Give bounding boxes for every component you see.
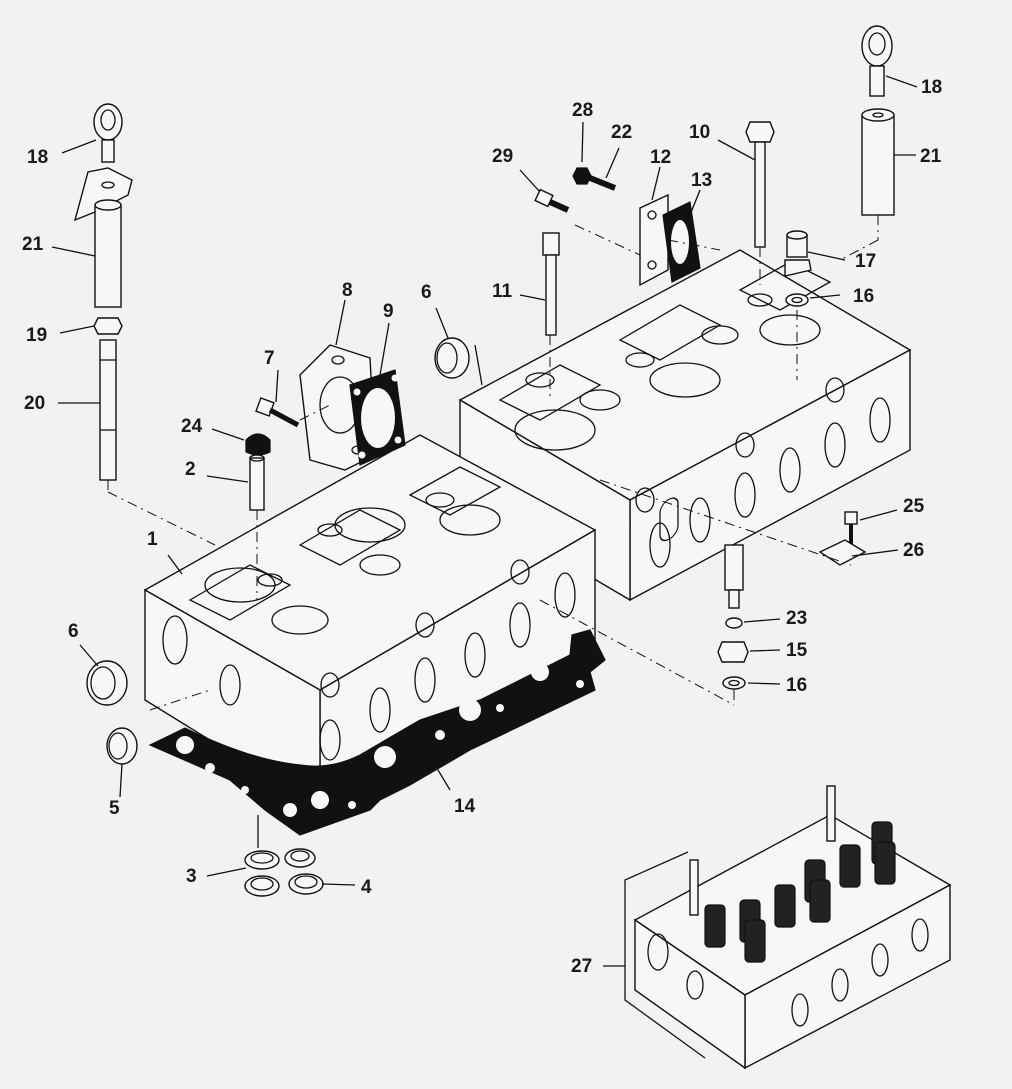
assembly-centerlines: [107, 215, 879, 711]
gasket-13: [662, 201, 701, 283]
callout-1: 1: [147, 529, 158, 550]
plate-12: [639, 193, 669, 287]
spacer-21-left: [94, 199, 122, 308]
washer-16-lower: [722, 676, 746, 690]
callout-24: 24: [181, 416, 203, 437]
callout-15: 15: [786, 640, 808, 661]
callout-18-left: 18: [27, 147, 48, 168]
callout-9: 9: [383, 301, 394, 322]
callout-25: 25: [903, 496, 925, 517]
sealing-rings-3-4: [244, 848, 324, 897]
lifting-eye-18-right: [861, 25, 893, 97]
nut-19: [93, 317, 123, 335]
callout-10: 10: [689, 122, 710, 143]
callout-2: 2: [185, 459, 196, 480]
callout-16-lower: 16: [786, 675, 807, 696]
callout-6-upper: 6: [421, 282, 432, 303]
callout-11: 11: [492, 281, 513, 302]
callout-16-upper: 16: [853, 286, 874, 307]
sensor: [724, 544, 744, 609]
stud-20: [99, 339, 117, 481]
fitting-15: [717, 641, 749, 663]
stud-22: [588, 175, 617, 191]
cap-24: [245, 433, 271, 456]
callout-12: 12: [650, 147, 671, 168]
callout-7: 7: [264, 348, 275, 369]
callout-5: 5: [109, 798, 120, 819]
callout-21-right: 21: [920, 146, 942, 167]
bolt-29: [534, 188, 570, 213]
stud-2: [249, 454, 265, 511]
bracket-26: [818, 539, 867, 566]
callout-21-left: 21: [22, 234, 44, 255]
fitting-17: [784, 230, 812, 277]
lifting-eye-18-left: [93, 103, 123, 163]
valve-springs: [704, 821, 896, 963]
seal-6-upper: [434, 337, 470, 379]
washer-23: [725, 617, 743, 629]
seal-5: [106, 727, 138, 765]
callout-22: 22: [611, 122, 632, 143]
callout-14: 14: [454, 796, 476, 817]
washer-16-upper: [785, 293, 809, 307]
head-assembly-27: [633, 785, 952, 1070]
callout-labels: 1 2 3 4 5 6 6 7 8 9 10 11 12 13 14 15 16…: [22, 77, 942, 977]
bolt-7: [255, 397, 300, 428]
callout-13: 13: [691, 170, 712, 191]
cover-gasket-9: [349, 369, 406, 466]
callout-3: 3: [186, 866, 197, 887]
callout-18-right: 18: [921, 77, 942, 98]
callout-8: 8: [342, 280, 353, 301]
callout-20: 20: [24, 393, 45, 414]
leader-lines: [51, 75, 918, 967]
callout-4: 4: [361, 877, 372, 898]
callout-28: 28: [572, 100, 593, 121]
seal-6-lower: [86, 660, 128, 706]
callout-26: 26: [903, 540, 924, 561]
callout-6-lower: 6: [68, 621, 79, 642]
callout-23: 23: [786, 608, 807, 629]
nut-28: [572, 167, 592, 185]
callout-19: 19: [26, 325, 47, 346]
stud-11: [542, 232, 560, 336]
head-gasket-14: [148, 629, 606, 836]
callout-17: 17: [855, 251, 876, 272]
screw-25: [844, 511, 858, 545]
callout-29: 29: [492, 146, 513, 167]
callout-27: 27: [571, 956, 592, 977]
bolt-10: [745, 121, 775, 248]
spacer-21-right: [861, 108, 895, 216]
